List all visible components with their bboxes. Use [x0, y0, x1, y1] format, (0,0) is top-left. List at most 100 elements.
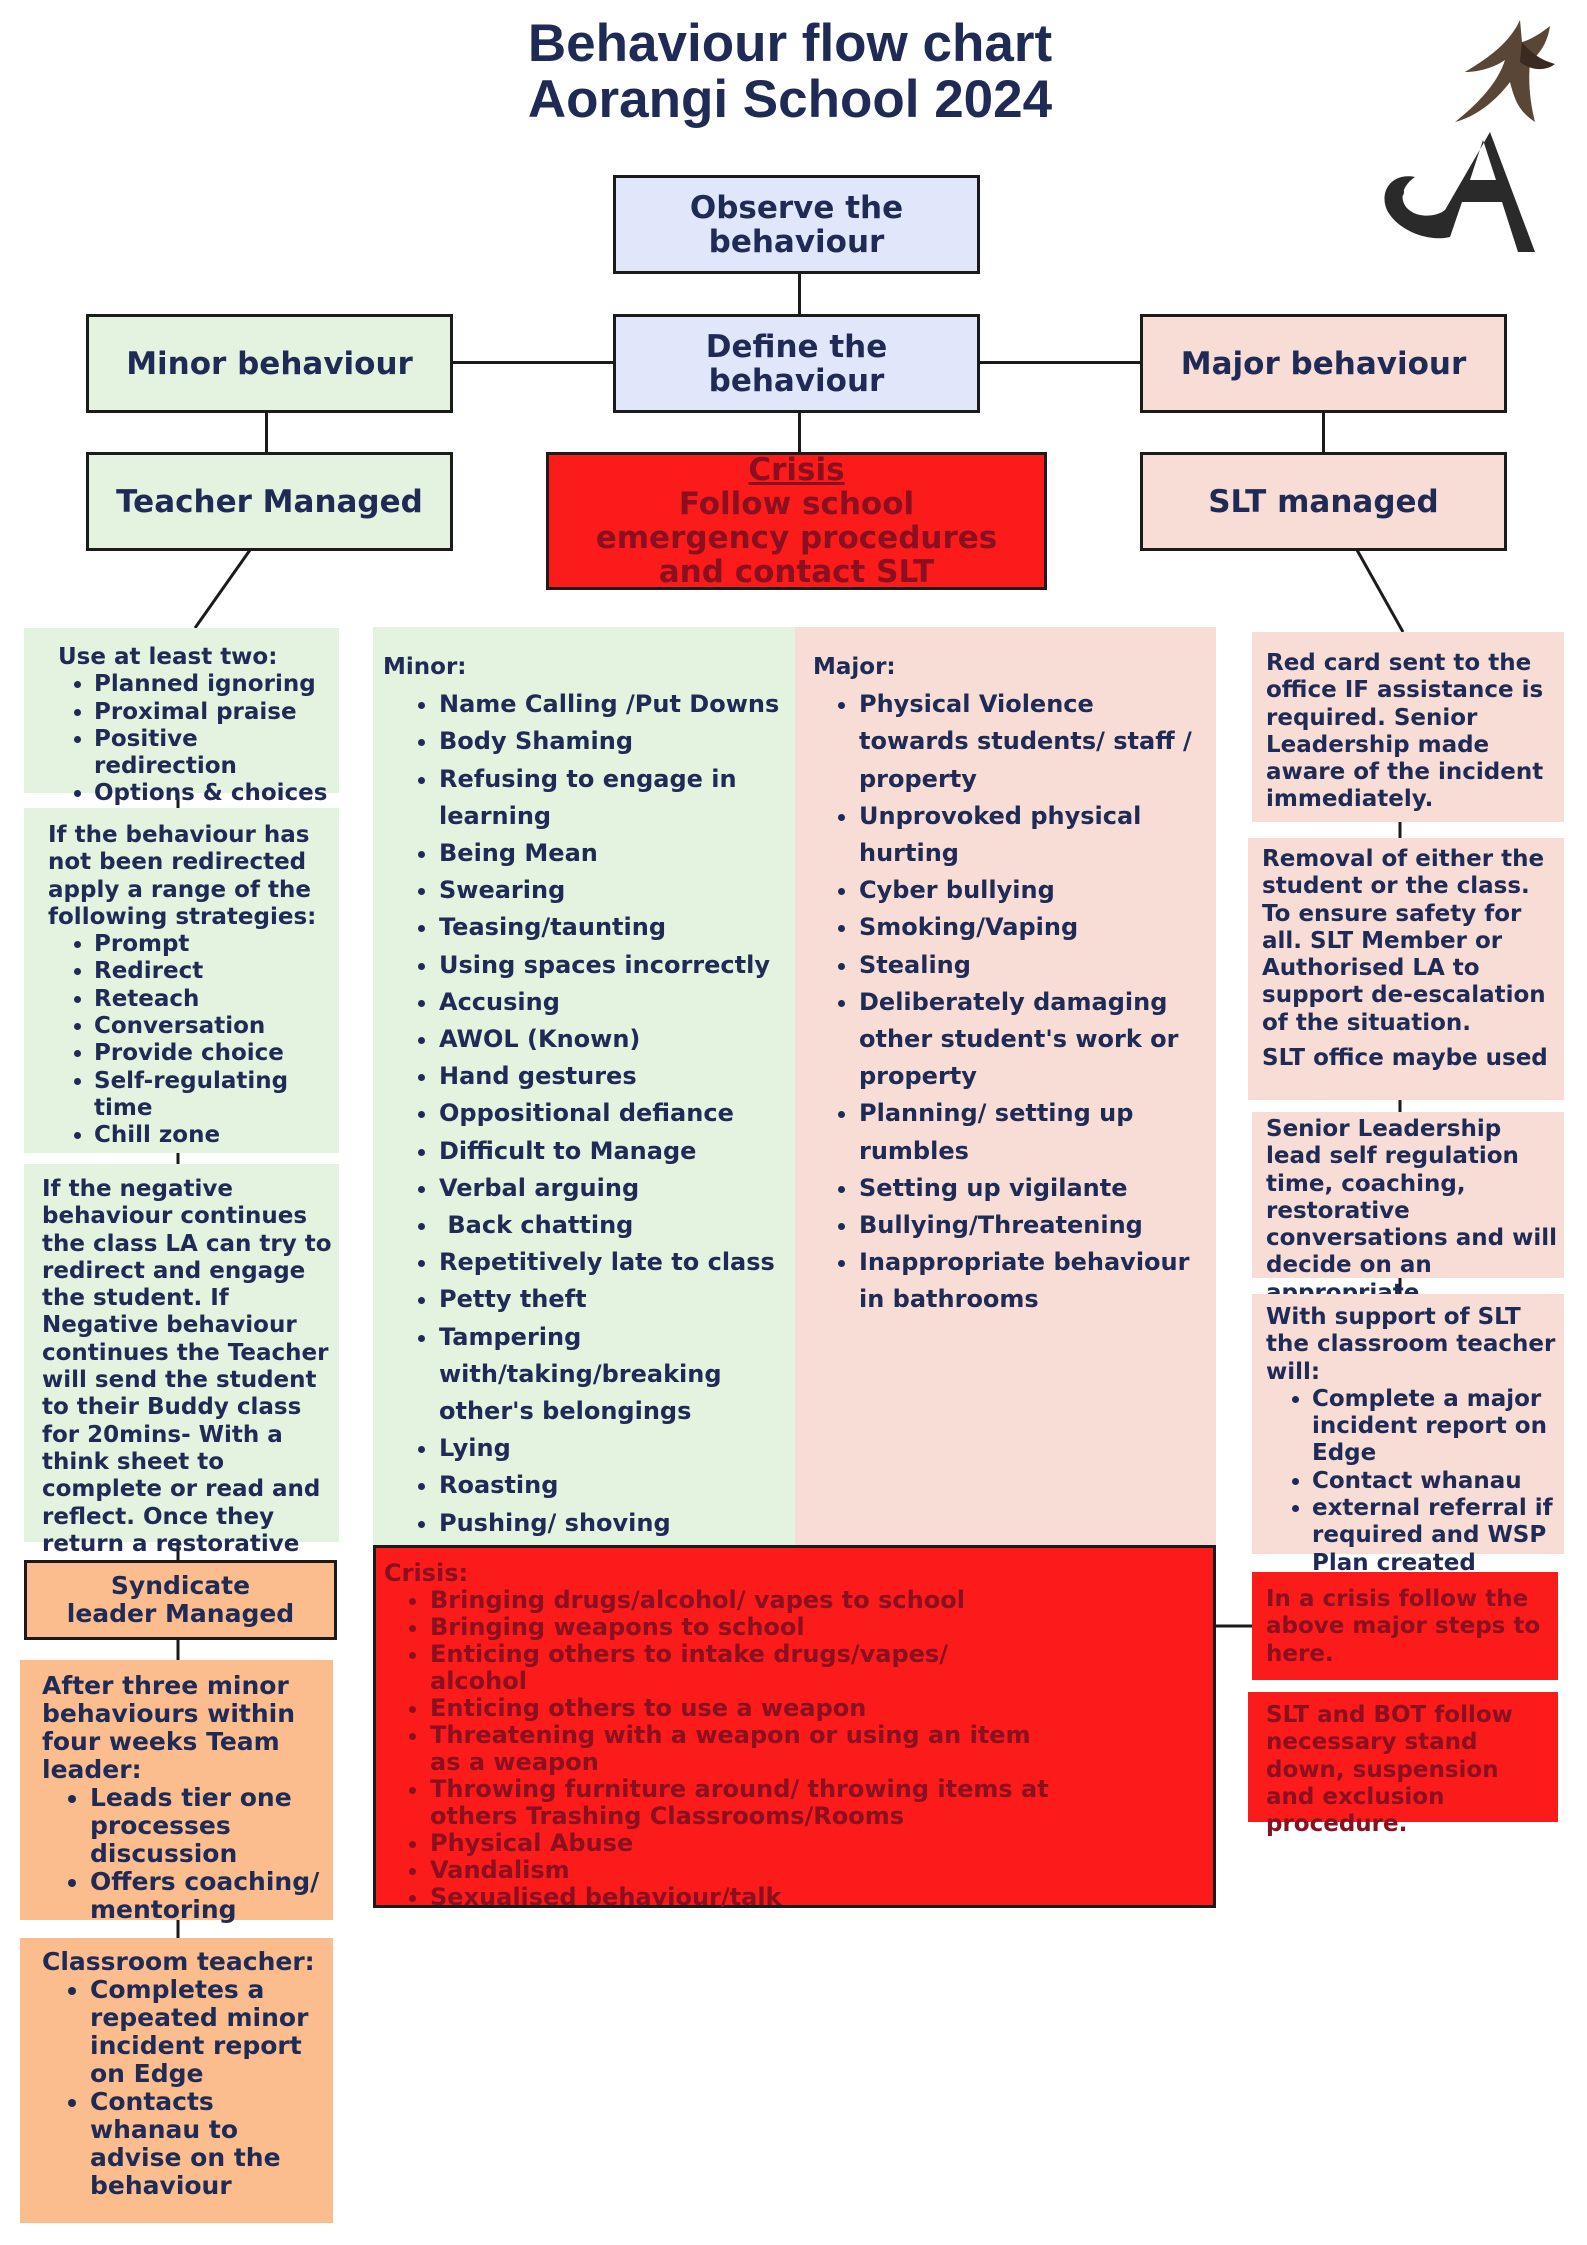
list-item: Bringing drugs/alcohol/ vapes to school	[430, 1587, 1053, 1614]
right-stand-down-box: SLT and BOT follow necessary stand down,…	[1248, 1692, 1558, 1837]
crisis-behaviours-panel: Crisis: Bringing drugs/alcohol/ vapes to…	[373, 1545, 1216, 1911]
list-item: Positive redirection	[94, 726, 329, 781]
list-item: Physical Violence towards students/ staf…	[859, 686, 1206, 798]
minor-label: Minor behaviour	[126, 345, 413, 382]
list-item: external referral if required and WSP Pl…	[1312, 1495, 1558, 1577]
list-item: Redirect	[94, 958, 329, 985]
list-item: Contacts whanau to advise on the behavio…	[90, 2088, 325, 2200]
list-item: Planning/ setting up rumbles	[859, 1095, 1206, 1169]
left-box4-list: Leads tier one processes discussion Offe…	[42, 1784, 325, 1924]
list-item: Being Mean	[439, 835, 781, 872]
right-red-card-box: Red card sent to the office IF assistanc…	[1252, 632, 1564, 822]
list-item: Contact whanau	[1312, 1468, 1558, 1495]
list-item: Hand gestures	[439, 1058, 781, 1095]
list-item: Refusing to engage in learning	[439, 761, 781, 835]
right-removal-box: Removal of either the student or the cla…	[1248, 838, 1564, 1100]
left-team-leader-box: After three minor behaviours within four…	[20, 1660, 333, 1924]
list-item: Back chatting	[439, 1207, 781, 1244]
list-item: Proximal praise	[94, 699, 329, 726]
list-item: Body Shaming	[439, 723, 781, 760]
title-line-2: Aorangi School 2024	[527, 70, 1053, 129]
left-box4-intro: After three minor behaviours within four…	[42, 1671, 296, 1784]
list-item: Enticing others to intake drugs/vapes/ a…	[430, 1641, 1053, 1695]
major-heading: Major:	[813, 654, 896, 680]
list-item: Stealing	[859, 947, 1206, 984]
list-item: Tampering with/taking/breaking other's b…	[439, 1319, 781, 1431]
major-behaviours-panel: Major: Physical Violence towards student…	[795, 627, 1216, 1545]
left-box5-list: Completes a repeated minor incident repo…	[42, 1976, 325, 2200]
connector-line	[1322, 410, 1325, 452]
right-box5-text: In a crisis follow the above major steps…	[1266, 1586, 1541, 1667]
left-strategies-box-1: Use at least two: Planned ignoring Proxi…	[24, 628, 339, 806]
left-box1-intro: Use at least two:	[58, 644, 278, 670]
connector-line	[452, 361, 615, 364]
left-box2-list: Prompt Redirect Reteach Conversation Pro…	[48, 931, 329, 1149]
list-item: Planned ignoring	[94, 671, 329, 698]
crisis-title: Crisis	[748, 452, 845, 488]
list-item: Cyber bullying	[859, 872, 1206, 909]
list-item: Options & choices	[94, 780, 329, 807]
right-box2-text: Removal of either the student or the cla…	[1262, 846, 1546, 1036]
crisis-list: Bringing drugs/alcohol/ vapes to school …	[384, 1587, 1053, 1911]
connector-line	[265, 410, 268, 452]
list-item: Roasting	[439, 1467, 781, 1504]
list-item: Repetitively late to class	[439, 1244, 781, 1281]
list-item: Reteach	[94, 986, 329, 1013]
list-item: Smoking/Vaping	[859, 909, 1206, 946]
slt-managed-node: SLT managed	[1140, 452, 1507, 551]
define-label: Define the behaviour	[705, 328, 888, 399]
list-item: Leads tier one processes discussion	[90, 1784, 325, 1868]
slt-managed-label: SLT managed	[1208, 483, 1439, 520]
minor-behaviours-panel: Minor: Name Calling /Put Downs Body Sham…	[373, 627, 795, 1545]
connector-line	[1355, 549, 1405, 633]
right-box4-intro: With support of SLT the classroom teache…	[1266, 1304, 1556, 1385]
left-escalation-box: If the negative behaviour continues the …	[24, 1164, 339, 1611]
list-item: Threatening with a weapon or using an it…	[430, 1722, 1053, 1776]
list-item: Unprovoked physical hurting	[859, 798, 1206, 872]
minor-node: Minor behaviour	[86, 314, 453, 413]
list-item: Swearing	[439, 872, 781, 909]
list-item: Name Calling /Put Downs	[439, 686, 781, 723]
list-item: Enticing others to use a weapon	[430, 1695, 1053, 1722]
right-box2-tail: SLT office maybe used	[1262, 1045, 1548, 1072]
list-item: Oppositional defiance	[439, 1095, 781, 1132]
right-box3-text: Senior Leadership lead self regulation t…	[1266, 1116, 1557, 1333]
list-item: Deliberately damaging other student's wo…	[859, 984, 1206, 1096]
school-logo-icon	[1384, 20, 1555, 252]
list-item: Physical Abuse	[430, 1830, 1053, 1857]
syndicate-leader-label: Syndicate leader Managed	[66, 1571, 295, 1628]
left-box2-intro: If the behaviour has not been redirected…	[48, 822, 317, 930]
crisis-body: Follow school emergency procedures and c…	[595, 486, 998, 590]
crisis-node: Crisis Follow school emergency procedure…	[546, 452, 1047, 590]
connector-line	[977, 361, 1141, 364]
right-box4-list: Complete a major incident report on Edge…	[1266, 1386, 1558, 1577]
minor-heading: Minor:	[383, 654, 467, 680]
define-node: Define the behaviour	[613, 314, 980, 413]
observe-node: Observe the behaviour	[613, 175, 980, 274]
list-item: Bullying/Threatening	[859, 1207, 1206, 1244]
list-item: Chill zone	[94, 1122, 329, 1149]
list-item: Teasing/taunting	[439, 909, 781, 946]
teacher-managed-node: Teacher Managed	[86, 452, 453, 551]
list-item: Complete a major incident report on Edge	[1312, 1386, 1558, 1468]
connector-line	[798, 272, 801, 314]
right-crisis-steps-box: In a crisis follow the above major steps…	[1252, 1572, 1558, 1680]
connector-line	[798, 410, 801, 452]
list-item: Verbal arguing	[439, 1170, 781, 1207]
list-item: Self-regulating time	[94, 1068, 329, 1123]
title-line-1: Behaviour flow chart	[527, 14, 1053, 73]
left-box1-list: Planned ignoring Proximal praise Positiv…	[58, 671, 329, 807]
left-box3-text: If the negative behaviour continues the …	[42, 1176, 332, 1611]
list-item: Conversation	[94, 1013, 329, 1040]
list-item: Using spaces incorrectly	[439, 947, 781, 984]
minor-list: Name Calling /Put Downs Body Shaming Ref…	[383, 686, 781, 1542]
left-box5-intro: Classroom teacher:	[42, 1947, 315, 1976]
page-title: Behaviour flow chart Aorangi School 2024	[300, 16, 1280, 128]
right-support-box: With support of SLT the classroom teache…	[1252, 1294, 1564, 1576]
list-item: Prompt	[94, 931, 329, 958]
major-node: Major behaviour	[1140, 314, 1507, 413]
left-classroom-teacher-box: Classroom teacher: Completes a repeated …	[20, 1938, 333, 2223]
right-box6-text: SLT and BOT follow necessary stand down,…	[1266, 1702, 1513, 1838]
list-item: Inappropriate behaviour in bathrooms	[859, 1244, 1206, 1318]
list-item: Petty theft	[439, 1281, 781, 1318]
